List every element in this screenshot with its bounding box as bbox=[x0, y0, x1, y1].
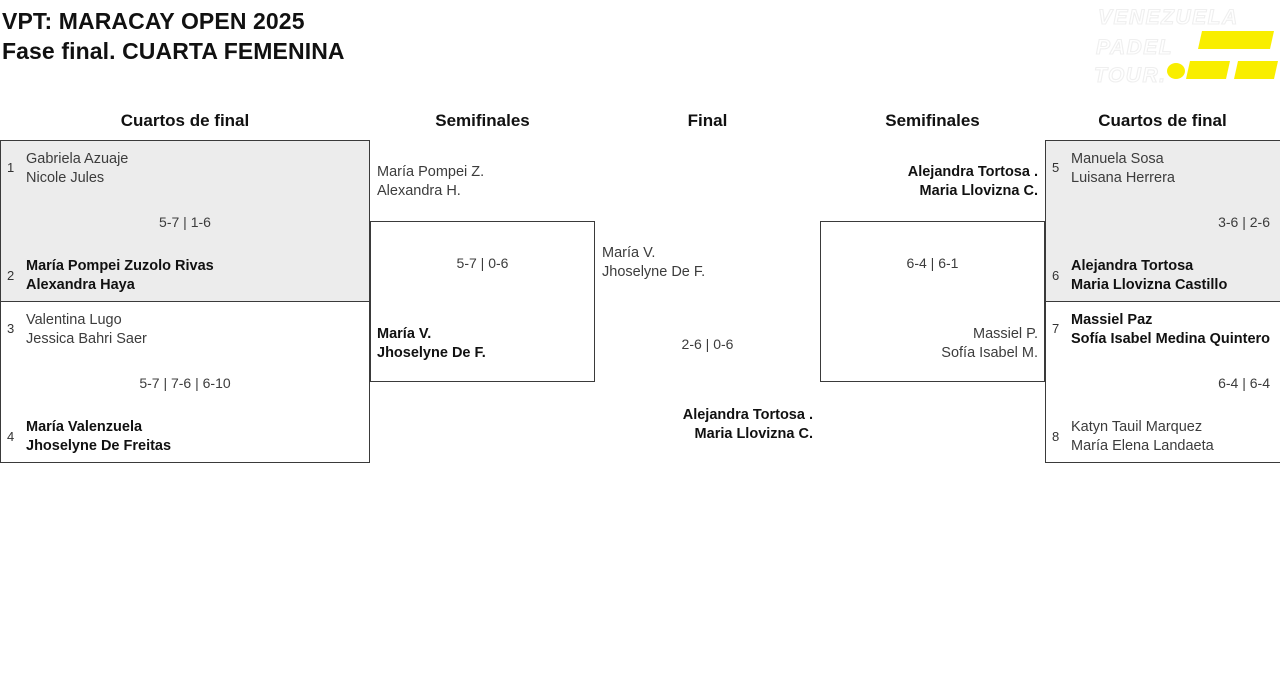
team-name: Alejandra Tortosa bbox=[1071, 258, 1194, 274]
match-right-qf-1[interactable] bbox=[1045, 140, 1280, 302]
team-name: Massiel P. bbox=[972, 326, 1038, 342]
team-name: Jhoselyne De Freitas bbox=[26, 438, 172, 454]
page-title: VPT: MARACAY OPEN 2025 Fase final. CUART… bbox=[0, 0, 802, 66]
seed-number: 7 bbox=[1052, 321, 1060, 336]
seed-number: 4 bbox=[7, 429, 15, 444]
seed-number: 8 bbox=[1052, 429, 1060, 444]
team-name: Jhoselyne De F. bbox=[377, 345, 486, 361]
team-name: Maria Llovizna C. bbox=[919, 183, 1038, 199]
match-left-qf-1[interactable] bbox=[0, 140, 370, 302]
team-name: Sofía Isabel M. bbox=[941, 345, 1038, 361]
tournament-phase: Fase final. CUARTA FEMENINA bbox=[2, 38, 345, 64]
team-name: Jhoselyne De F. bbox=[602, 264, 706, 280]
match-score: 5-7 | 7-6 | 6-10 bbox=[139, 375, 231, 391]
team-name: María Valenzuela bbox=[26, 419, 143, 435]
match-left-semifinal[interactable] bbox=[370, 221, 595, 382]
match-left-qf-2[interactable] bbox=[0, 301, 370, 463]
svg-text:TOUR.: TOUR. bbox=[1094, 64, 1166, 87]
team-name: Sofía Isabel Medina Quintero bbox=[1071, 331, 1271, 347]
team-name: Valentina Lugo bbox=[26, 312, 122, 328]
seed-number: 3 bbox=[7, 321, 15, 336]
team-name: María Pompei Z. bbox=[377, 164, 485, 180]
seed-number: 2 bbox=[7, 268, 15, 283]
seed-number: 1 bbox=[7, 160, 15, 175]
team-name: Jessica Bahri Saer bbox=[26, 331, 147, 347]
match-score: 5-7 | 1-6 bbox=[159, 214, 211, 230]
header-left-semis: Semifinales bbox=[435, 111, 530, 130]
header-right-semis: Semifinales bbox=[885, 111, 980, 130]
logo-accent-bars bbox=[1167, 31, 1278, 79]
team-name: Katyn Tauil Marquez bbox=[1071, 419, 1203, 435]
team-name: Alejandra Tortosa . bbox=[682, 407, 813, 423]
match-right-qf-2[interactable] bbox=[1045, 301, 1280, 463]
header-left-quarters: Cuartos de final bbox=[120, 111, 250, 130]
team-name: María V. bbox=[602, 245, 656, 261]
match-score: 3-6 | 2-6 bbox=[1218, 214, 1270, 230]
seed-number: 6 bbox=[1052, 268, 1060, 283]
team-name: María V. bbox=[377, 326, 432, 342]
header-final: Final bbox=[687, 111, 728, 130]
tournament-name: VPT: MARACAY OPEN 2025 bbox=[2, 8, 305, 34]
team-name: Massiel Paz bbox=[1071, 312, 1153, 328]
match-score: 6-4 | 6-1 bbox=[906, 255, 959, 271]
team-name: Alexandra Haya bbox=[26, 277, 135, 293]
seed-number: 5 bbox=[1052, 160, 1060, 175]
svg-text:PADEL: PADEL bbox=[1096, 36, 1173, 59]
svg-text:VENEZUELA: VENEZUELA bbox=[1098, 6, 1239, 29]
team-name: Alejandra Tortosa . bbox=[907, 164, 1038, 180]
team-name: Alexandra H. bbox=[377, 183, 461, 199]
team-name: Manuela Sosa bbox=[1071, 151, 1164, 167]
team-name: María Elena Landaeta bbox=[1071, 438, 1214, 454]
team-name: Gabriela Azuaje bbox=[26, 151, 129, 167]
match-score: 5-7 | 0-6 bbox=[456, 255, 509, 271]
team-name: Maria Llovizna C. bbox=[694, 426, 813, 442]
match-right-semifinal[interactable] bbox=[820, 221, 1045, 382]
team-name: Luisana Herrera bbox=[1071, 170, 1175, 186]
team-name: María Pompei Zuzolo Rivas bbox=[26, 258, 214, 274]
team-name: Nicole Jules bbox=[26, 170, 105, 186]
header-right-quarters: Cuartos de final bbox=[1098, 111, 1227, 130]
team-name: Maria Llovizna Castillo bbox=[1071, 277, 1228, 293]
match-score: 6-4 | 6-4 bbox=[1218, 375, 1270, 391]
venezuela-padel-tour-logo: VENEZUELA PADEL TOUR. bbox=[1092, 2, 1278, 94]
match-score: 2-6 | 0-6 bbox=[681, 336, 734, 352]
